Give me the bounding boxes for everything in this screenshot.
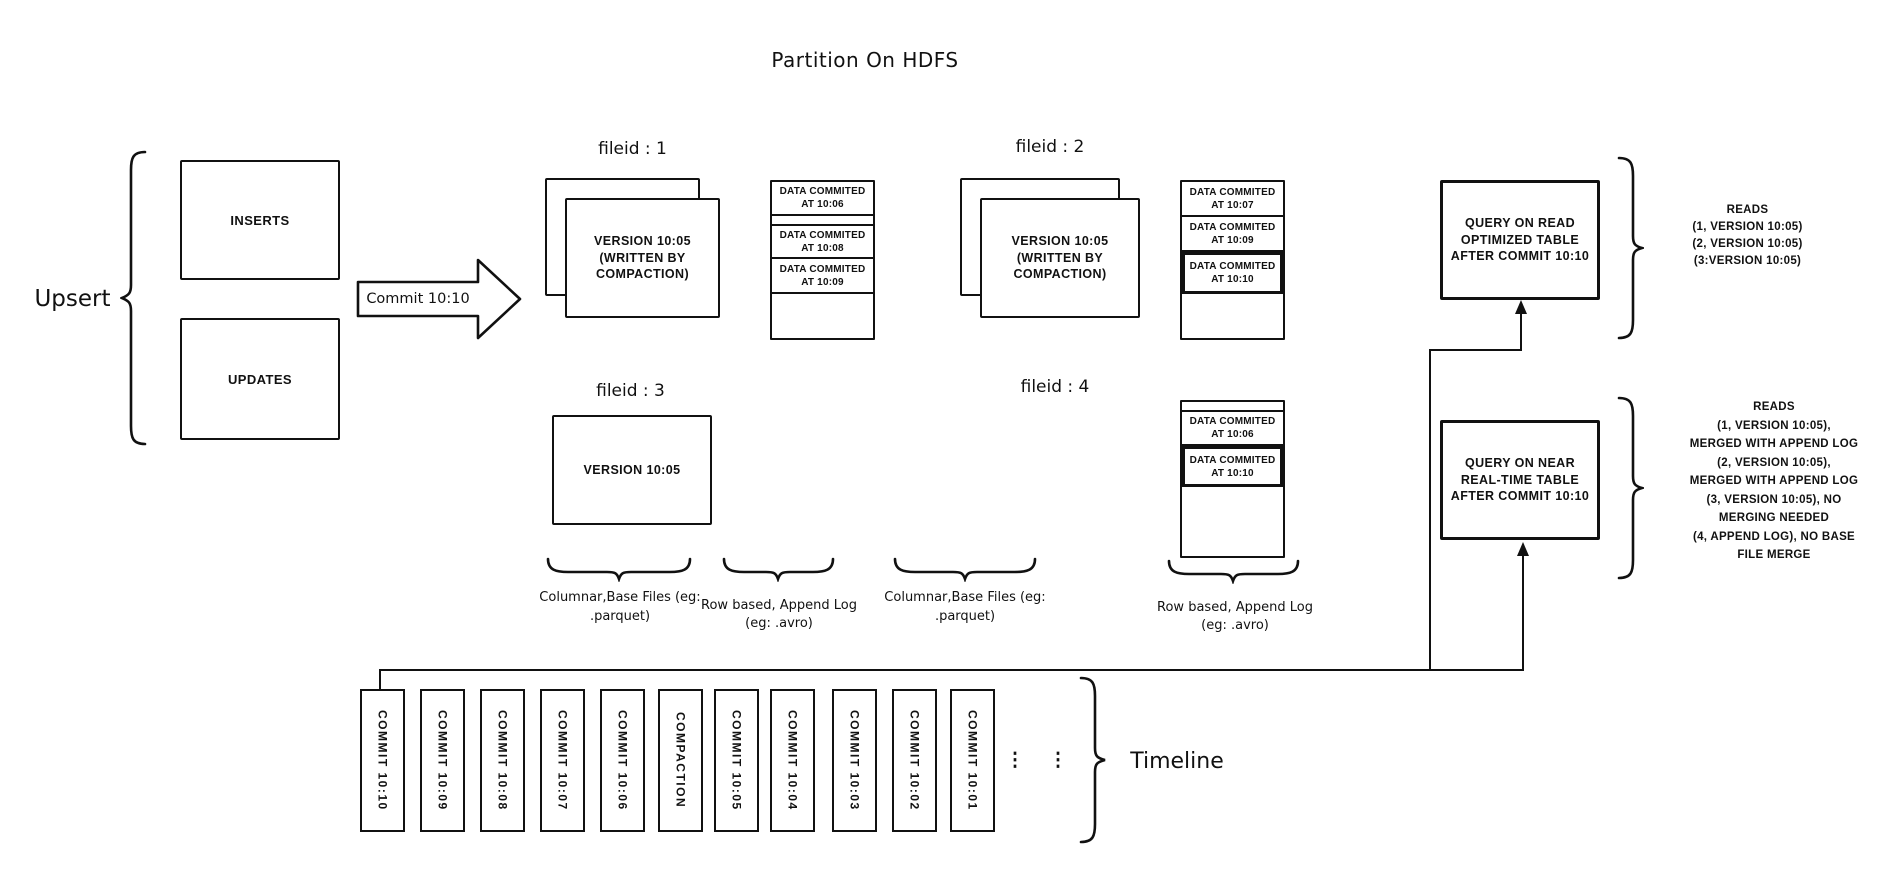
fileid-2-log-box: DATA COMMITED AT 10:07 DATA COMMITED AT … <box>1180 180 1285 340</box>
timeline-commit-label: COMMIT 10:02 <box>907 710 922 811</box>
fileid-4-label: fileid : 4 <box>1020 377 1090 397</box>
commit-arrow: Commit 10:10 <box>356 256 524 342</box>
timeline-commit-label: COMMIT 10:07 <box>555 710 570 811</box>
fileid-2-base-box: VERSION 10:05 (WRITTEN BY COMPACTION) <box>980 198 1140 318</box>
timeline-commit-label: COMMIT 10:05 <box>729 710 744 811</box>
block-arrow-right-icon <box>356 258 522 340</box>
reads-line: (2, VERSION 10:05), <box>1717 456 1831 469</box>
timeline-commit-box: COMMIT 10:02 <box>892 689 937 832</box>
reads-line: READS <box>1726 204 1769 216</box>
underbrace-columnar-1 <box>546 557 692 582</box>
underbrace-rowlog-2 <box>1167 559 1300 584</box>
page-title: Partition On HDFS <box>771 48 959 72</box>
log-entry: DATA COMMITED AT 10:09 <box>772 259 873 294</box>
timeline-commit-label: COMMIT 10:01 <box>965 710 980 811</box>
timeline-horizontal-line <box>379 669 1524 671</box>
timeline-commit-label: COMMIT 10:10 <box>375 710 390 811</box>
arrowhead-up-icon <box>1515 300 1527 314</box>
timeline-commit-label: COMMIT 10:09 <box>435 710 450 811</box>
fileid-1-log-box: DATA COMMITED AT 10:06 DATA COMMITED AT … <box>770 180 875 340</box>
query-near-real-time-box: QUERY ON NEAR REAL-TIME TABLE AFTER COMM… <box>1440 420 1600 540</box>
reads-line: (4, APPEND LOG), NO BASE <box>1692 530 1856 543</box>
fileid-3-label: fileid : 3 <box>596 381 665 401</box>
timeline-commit-box: COMMIT 10:04 <box>770 689 815 832</box>
timeline-commit-box: COMMIT 10:03 <box>832 689 877 832</box>
log-entry: DATA COMMITED AT 10:06 <box>772 182 873 216</box>
log-entry-new: DATA COMMITED AT 10:10 <box>1182 252 1283 294</box>
inserts-box: INSERTS <box>180 160 340 280</box>
reads-line: MERGED WITH APPEND LOG <box>1689 475 1859 487</box>
timeline-stub-line <box>379 670 381 690</box>
timeline-commit-label: COMMIT 10:04 <box>785 710 800 811</box>
log-entry: DATA COMMITED AT 10:09 <box>1182 217 1283 252</box>
reads-line: (3, VERSION 10:05), NO <box>1706 493 1842 506</box>
timeline-compaction-label: COMPACTION <box>673 712 688 809</box>
fileid-1-label: fileid : 1 <box>598 139 667 159</box>
reads-line: READS <box>1753 401 1795 413</box>
reads-brace-read-optimized <box>1617 156 1644 340</box>
upsert-label: Upsert <box>34 286 111 312</box>
log-entry-new: DATA COMMITED AT 10:10 <box>1182 446 1283 487</box>
timeline-label: Timeline <box>1130 748 1224 774</box>
reads-line: (1, VERSION 10:05), <box>1717 419 1831 432</box>
timeline-commit-label: COMMIT 10:08 <box>495 710 510 811</box>
timeline-commit-box: COMMIT 10:05 <box>714 689 759 832</box>
reads-line: (2, VERSION 10:05) <box>1692 238 1803 250</box>
storage-label-rowlog-2: Row based, Append Log (eg: .avro) <box>1157 599 1313 633</box>
upsert-brace <box>120 150 147 446</box>
log-divider <box>772 216 873 226</box>
timeline-compaction-box: COMPACTION <box>658 689 703 832</box>
storage-label-rowlog-1: Row based, Append Log (eg: .avro) <box>701 597 857 631</box>
reads-line: (1, VERSION 10:05) <box>1692 221 1803 233</box>
fileid-2-label: fileid : 2 <box>1015 137 1085 157</box>
timeline-commit-label: COMMIT 10:06 <box>615 710 630 811</box>
storage-label-columnar-2: Columnar,Base Files (eg: .parquet) <box>884 590 1046 624</box>
reads-brace-near-real-time <box>1617 396 1644 580</box>
arrow-shaft-near-real-time <box>1522 555 1524 671</box>
log-divider <box>1182 402 1283 412</box>
reads-line: MERGING NEEDED <box>1718 512 1830 524</box>
timeline-commit-box: COMMIT 10:01 <box>950 689 995 832</box>
fileid-3-base-box: VERSION 10:05 <box>552 415 712 525</box>
jog-to-read-optimized <box>1429 349 1522 351</box>
fileid-4-log-box: DATA COMMITED AT 10:06 DATA COMMITED AT … <box>1180 400 1285 558</box>
timeline-ellipsis: ⋮ <box>1048 749 1068 771</box>
arrow-shaft-read-optimized <box>1520 312 1522 351</box>
underbrace-columnar-2 <box>893 557 1037 582</box>
riser-to-read-optimized <box>1429 350 1431 670</box>
storage-label-columnar-1: Columnar,Base Files (eg: .parquet) <box>539 590 701 624</box>
underbrace-rowlog-1 <box>722 557 835 582</box>
reads-near-real-time: READS (1, VERSION 10:05), MERGED WITH AP… <box>1643 398 1900 565</box>
timeline-ellipsis: ⋮ <box>1005 749 1025 771</box>
updates-box: UPDATES <box>180 318 340 440</box>
timeline-commit-box: COMMIT 10:06 <box>600 689 645 832</box>
timeline-commit-label: COMMIT 10:03 <box>847 710 862 811</box>
log-entry: DATA COMMITED AT 10:07 <box>1182 182 1283 217</box>
fileid-1-base-box: VERSION 10:05 (WRITTEN BY COMPACTION) <box>565 198 720 318</box>
timeline-brace <box>1079 676 1106 844</box>
reads-line: (3:VERSION 10:05) <box>1693 255 1802 267</box>
commit-arrow-label: Commit 10:10 <box>366 291 470 307</box>
arrowhead-up-icon <box>1517 542 1529 556</box>
reads-line: MERGED WITH APPEND LOG <box>1689 438 1859 450</box>
timeline-commit-box: COMMIT 10:07 <box>540 689 585 832</box>
query-read-optimized-box: QUERY ON READ OPTIMIZED TABLE AFTER COMM… <box>1440 180 1600 300</box>
timeline-commit-box: COMMIT 10:08 <box>480 689 525 832</box>
timeline-commit-box: COMMIT 10:09 <box>420 689 465 832</box>
log-entry: DATA COMMITED AT 10:08 <box>772 226 873 259</box>
reads-line: FILE MERGE <box>1737 549 1811 561</box>
reads-read-optimized: READS (1, VERSION 10:05) (2, VERSION 10:… <box>1645 202 1850 270</box>
timeline-commit-box: COMMIT 10:10 <box>360 689 405 832</box>
log-entry: DATA COMMITED AT 10:06 <box>1182 412 1283 446</box>
